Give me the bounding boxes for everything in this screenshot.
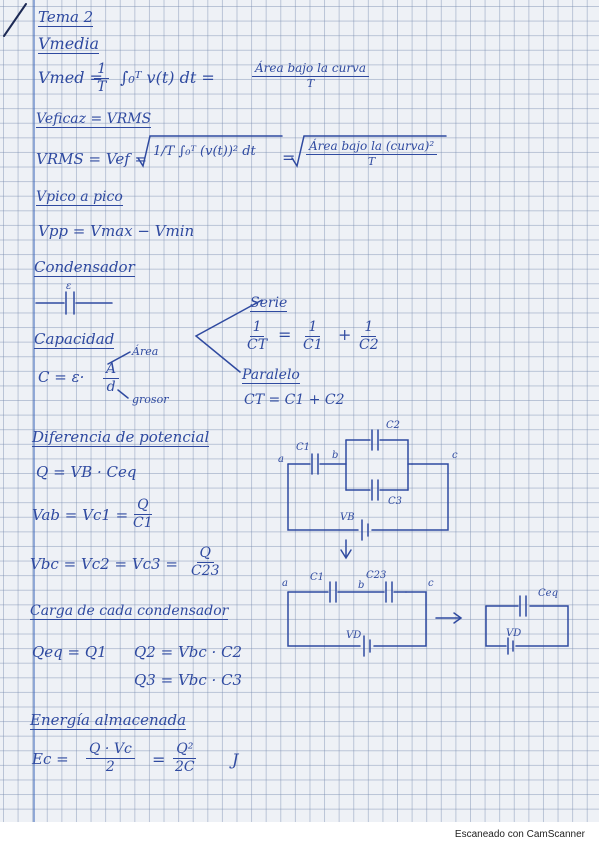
- c23-label-2: C23: [366, 570, 386, 581]
- vmedia-rhs-den: T: [306, 76, 315, 90]
- vbc-frac-num: Q: [196, 546, 214, 563]
- vmedia-heading: Vmedia: [38, 34, 100, 54]
- qeq-formula: Qeq = Q1: [32, 643, 107, 661]
- vpp-formula: Vpp = Vmax − Vmin: [38, 222, 195, 240]
- serie-ct-num: 1: [249, 320, 265, 337]
- paralelo-formula: CT = C1 + C2: [244, 392, 345, 408]
- energy-eq: =: [152, 750, 166, 769]
- area-pointer: [107, 299, 263, 399]
- vmedia-fraction: 1 T: [94, 62, 110, 95]
- serie-label: Serie: [250, 295, 288, 312]
- node-c-label-2: c: [428, 578, 434, 589]
- energy-frac-1-den: 2: [105, 758, 115, 775]
- vmedia-frac-num: 1: [94, 62, 110, 79]
- serie-ct: 1 CT: [244, 320, 270, 352]
- vrms-heading: Veficaz = VRMS: [36, 111, 152, 128]
- serie-term-2-den: C2: [359, 336, 379, 353]
- notebook-page: Tema 2 Vmedia Vmed = 1 T ∫₀ᵀ v(t) dt = Á…: [0, 0, 599, 822]
- vbc-formula: Vbc = Vc2 = Vc3 =: [30, 555, 178, 573]
- serie-term-1: 1 C1: [300, 320, 326, 352]
- serie-term-2-num: 1: [361, 320, 377, 337]
- vrms-root-2-num: Área bajo la (curva)²: [306, 140, 438, 155]
- capacitor-symbol: [35, 291, 113, 315]
- charge-formula: Q = VB · Ceq: [36, 463, 137, 481]
- serie-term-1-den: C1: [303, 336, 323, 353]
- vpp-heading: Vpico a pico: [36, 189, 123, 206]
- pen-stroke-mark: [3, 3, 27, 37]
- q3-formula: Q3 = Vbc · C3: [134, 671, 243, 689]
- vab-frac-den: C1: [133, 514, 153, 531]
- capacitor-plate-label: ε: [66, 281, 72, 292]
- circuit-diagram-reduced: a b c C1 C23 VD: [282, 570, 463, 657]
- vrms-eq: =: [282, 148, 296, 167]
- serie-term-1-num: 1: [305, 320, 321, 337]
- vb-label-1: VB: [340, 512, 355, 523]
- grosor-label: grosor: [132, 393, 169, 406]
- carga-heading: Carga de cada condensador: [30, 603, 229, 620]
- energia-heading: Energía almacenada: [30, 711, 187, 730]
- energy-lhs: Ec =: [32, 750, 69, 768]
- energy-fraction-2: Q² 2C: [172, 742, 198, 774]
- node-a-label-1: a: [278, 454, 284, 465]
- vab-formula: Vab = Vc1 =: [32, 506, 129, 524]
- area-label: Área: [132, 345, 159, 358]
- serie-eq: =: [278, 325, 292, 344]
- capacidad-heading: Capacidad: [34, 330, 115, 349]
- vmedia-integral: ∫₀ᵀ v(t) dt =: [120, 68, 215, 87]
- q2-formula: Q2 = Vbc · C2: [134, 643, 243, 661]
- energy-fraction-1: Q · Vc 2: [86, 742, 135, 774]
- energy-frac-2-num: Q²: [173, 742, 197, 759]
- vrms-root-1: 1/T ∫₀ᵀ (v(t))² dt: [153, 144, 256, 159]
- vab-fraction: Q C1: [130, 498, 156, 530]
- node-b-label-2: b: [358, 580, 364, 591]
- circuit-diagram-original: a b c C1 C2 C3 VB: [278, 420, 458, 560]
- vmedia-rhs: Área bajo la curva T: [252, 62, 369, 89]
- c1-label-2: C1: [310, 572, 324, 583]
- margin-line: [33, 0, 35, 822]
- c2-label-1: C2: [386, 420, 400, 431]
- vmedia-frac-den: T: [97, 78, 107, 95]
- vrms-root-2-den: T: [367, 154, 376, 168]
- vrms-root-sign-1: [137, 135, 447, 168]
- condensador-heading: Condensador: [34, 258, 135, 277]
- vrms-root-2: Área bajo la (curva)² T: [306, 140, 438, 168]
- ceq-label: Ceq: [538, 588, 558, 599]
- c1-label-1: C1: [296, 442, 310, 453]
- page-title: Tema 2: [38, 8, 94, 27]
- energy-frac-2-den: 2C: [175, 758, 195, 775]
- vab-frac-num: Q: [134, 498, 152, 515]
- vmedia-lhs: Vmed =: [38, 68, 103, 87]
- capacitance-frac-den: d: [106, 378, 116, 395]
- serie-term-2: 1 C2: [356, 320, 382, 352]
- node-a-label-2: a: [282, 578, 288, 589]
- paralelo-label: Paralelo: [242, 367, 300, 384]
- capacitance-frac-num: A: [103, 362, 120, 379]
- vd-label-2: VD: [346, 630, 361, 641]
- node-b-label-1: b: [332, 450, 338, 461]
- vd-label-3: VD: [506, 628, 521, 639]
- vmedia-rhs-num: Área bajo la curva: [252, 62, 369, 77]
- node-c-label-1: c: [452, 450, 458, 461]
- circuit-diagram-equivalent: Ceq VD: [485, 588, 569, 655]
- vbc-fraction: Q C23: [188, 546, 223, 578]
- serie-ct-den: CT: [247, 336, 268, 353]
- c3-label-1: C3: [388, 496, 402, 507]
- serie-plus: +: [338, 325, 352, 344]
- energy-frac-1-num: Q · Vc: [86, 742, 135, 759]
- potencial-heading: Diferencia de potencial: [32, 428, 210, 447]
- vbc-frac-den: C23: [191, 562, 220, 579]
- capacitance-fraction: A d: [103, 362, 120, 395]
- energy-unit: J: [232, 750, 239, 769]
- capacitance-formula: C = ε·: [38, 368, 85, 386]
- vrms-lhs: VRMS = Vef =: [36, 150, 148, 168]
- scanner-credit: Escaneado con CamScanner: [454, 829, 585, 840]
